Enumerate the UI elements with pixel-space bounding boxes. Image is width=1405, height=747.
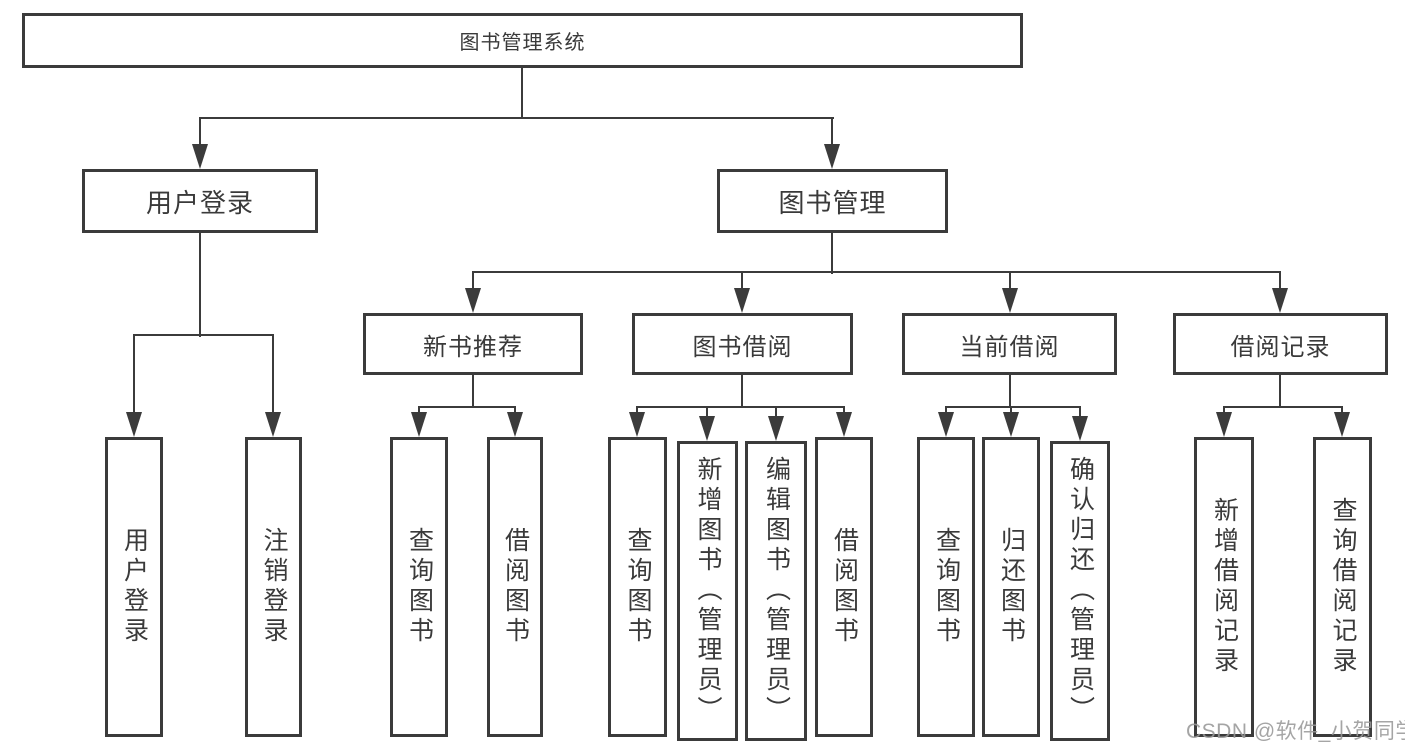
leaf-query-borrow-record: 查询借阅记录	[1313, 437, 1372, 737]
arrowhead-leaf-10	[1072, 416, 1088, 441]
node-current-borrowing: 当前借阅	[902, 313, 1117, 375]
arrowhead-leaf-6	[768, 416, 784, 441]
node-label: 借阅图书	[830, 527, 859, 647]
connector-arrow-line-current-borrow	[1008, 272, 1012, 292]
node-label: 图书借阅	[692, 333, 793, 361]
connector-current-borrow-stem	[1008, 375, 1012, 408]
connector-book-borrow-stem	[740, 375, 744, 408]
connector-arrow-line-borrow-records	[1278, 272, 1282, 292]
connector-arrow-line-new-book-rec	[471, 272, 475, 292]
node-user-login: 用户登录	[82, 169, 318, 233]
leaf-borrow-books-b: 借阅图书	[815, 437, 873, 737]
node-label: 新增借阅记录	[1210, 497, 1239, 677]
node-label: 借阅记录	[1230, 333, 1331, 361]
node-borrowing-records: 借阅记录	[1173, 313, 1388, 375]
connector-user-login-hline	[132, 333, 275, 337]
connector-book-mgmt-hline	[471, 270, 1282, 274]
connector-root-hline	[198, 116, 834, 120]
node-new-book-recommend: 新书推荐	[363, 313, 583, 375]
arrowhead-leaf-8	[938, 412, 954, 437]
node-label: 当前借阅	[959, 333, 1060, 361]
connector-arrow-line-leaf-logout	[271, 335, 275, 415]
arrowhead-leaf-3	[507, 412, 523, 437]
connector-user-login-stem	[198, 233, 202, 337]
connector-new-book-rec-hline	[417, 405, 517, 409]
leaf-return-books: 归还图书	[982, 437, 1040, 737]
node-label: 图书管理	[778, 187, 887, 218]
connector-arrow-line-leaf-6	[774, 407, 778, 421]
node-label: 借阅图书	[501, 527, 530, 647]
node-label: 查询借阅记录	[1329, 497, 1357, 677]
node-label: 编辑图书（管理员）	[762, 456, 791, 726]
arrowhead-leaf-5	[699, 416, 715, 441]
node-label: 图书管理系统	[459, 32, 586, 54]
connector-arrow-line-leaf-10	[1078, 407, 1082, 421]
connector-arrow-line-user-login	[198, 118, 202, 148]
node-label: 查询图书	[624, 527, 652, 647]
connector-arrow-line-book-borrow	[740, 272, 744, 292]
arrowhead-current-borrow	[1002, 288, 1018, 313]
leaf-add-borrow-record: 新增借阅记录	[1194, 437, 1254, 737]
connector-current-borrow-hline	[944, 405, 1082, 409]
arrowhead-leaf-7	[836, 412, 852, 437]
arrowhead-user-login	[192, 144, 208, 169]
arrowhead-leaf-2	[411, 412, 427, 437]
node-library-management-system: 图书管理系统	[22, 13, 1023, 68]
connector-arrow-line-book-mgmt	[830, 118, 834, 148]
leaf-borrow-books-a: 借阅图书	[487, 437, 543, 737]
arrowhead-leaf-4	[629, 412, 645, 437]
leaf-confirm-return-admin: 确认归还（管理员）	[1050, 441, 1110, 741]
node-label: 用户登录	[145, 187, 254, 218]
leaf-query-books-c: 查询图书	[917, 437, 975, 737]
arrowhead-new-book-rec	[465, 288, 481, 313]
connector-borrow-records-stem	[1278, 375, 1282, 408]
leaf-logout-login: 注销登录	[245, 437, 302, 737]
arrowhead-leaf-logout	[265, 412, 281, 437]
connector-new-book-rec-stem	[471, 375, 475, 408]
csdn-watermark: CSDN @软件_小贺同学	[1186, 720, 1405, 743]
leaf-user-login: 用户登录	[105, 437, 163, 737]
node-label: 注销登录	[260, 527, 288, 647]
arrowhead-book-borrow	[734, 288, 750, 313]
connector-arrow-line-leaf-5	[705, 407, 709, 421]
arrowhead-leaf-11	[1216, 412, 1232, 437]
leaf-query-books-a: 查询图书	[390, 437, 448, 737]
leaf-query-books-b: 查询图书	[608, 437, 667, 737]
connector-book-borrow-hline	[635, 405, 846, 409]
node-label: 确认归还（管理员）	[1066, 456, 1095, 726]
arrowhead-leaf-user-login	[126, 412, 142, 437]
arrowhead-book-mgmt	[824, 144, 840, 169]
node-label: 用户登录	[120, 527, 149, 647]
arrowhead-leaf-12	[1334, 412, 1350, 437]
connector-root-stem	[520, 68, 524, 119]
connector-arrow-line-leaf-user-login	[132, 335, 136, 415]
connector-book-mgmt-stem	[830, 233, 834, 274]
arrowhead-leaf-9	[1003, 412, 1019, 437]
node-label: 新书推荐	[423, 333, 523, 361]
node-label: 归还图书	[997, 527, 1026, 647]
node-book-management: 图书管理	[717, 169, 948, 233]
node-label: 查询图书	[405, 527, 434, 647]
leaf-add-book-admin: 新增图书（管理员）	[677, 441, 738, 741]
leaf-edit-book-admin: 编辑图书（管理员）	[745, 441, 807, 741]
node-label: 新增图书（管理员）	[694, 456, 722, 726]
node-book-borrowing: 图书借阅	[632, 313, 853, 375]
connector-borrow-records-hline	[1222, 405, 1344, 409]
node-label: 查询图书	[932, 527, 961, 647]
arrowhead-borrow-records	[1272, 288, 1288, 313]
